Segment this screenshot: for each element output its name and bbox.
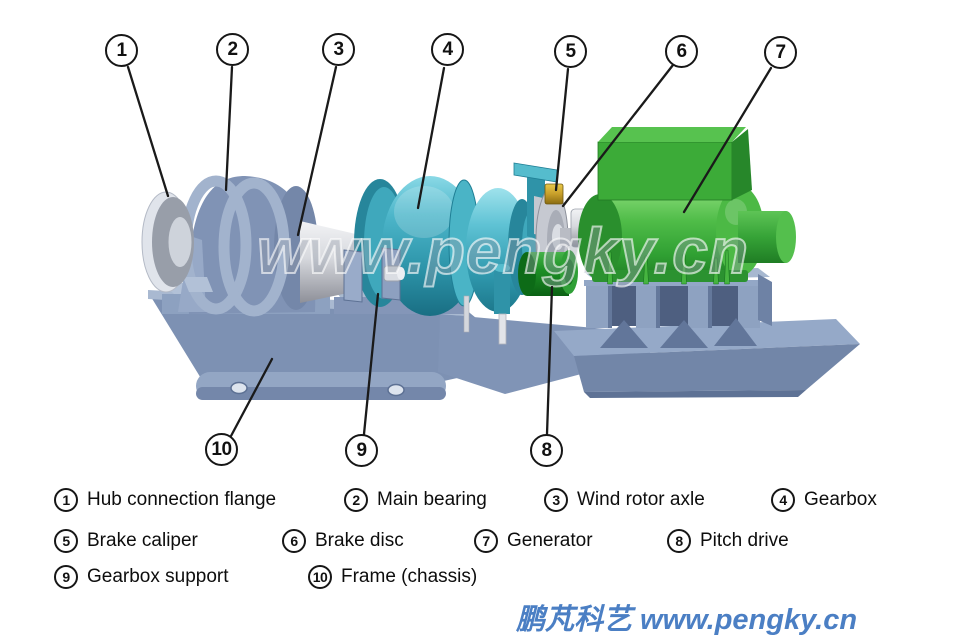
legend-number-badge: 7 bbox=[474, 529, 498, 553]
callout-circle-7: 7 bbox=[764, 36, 797, 69]
legend-item-main-bearing: 2 Main bearing bbox=[344, 488, 487, 512]
legend-item-gearbox: 4 Gearbox bbox=[771, 488, 877, 512]
callout-circle-10: 10 bbox=[205, 433, 238, 466]
legend-item-brake-caliper: 5 Brake caliper bbox=[54, 529, 198, 553]
legend-label: Wind rotor axle bbox=[577, 489, 705, 510]
callout-circle-4: 4 bbox=[431, 33, 464, 66]
legend-item-generator: 7 Generator bbox=[474, 529, 593, 553]
generator bbox=[578, 127, 796, 285]
callout-circle-1: 1 bbox=[105, 34, 138, 67]
legend-number-badge: 2 bbox=[344, 488, 368, 512]
legend-number-badge: 10 bbox=[308, 565, 332, 589]
legend-number-badge: 9 bbox=[54, 565, 78, 589]
hub-connection-flange bbox=[141, 191, 194, 293]
callout-circle-8: 8 bbox=[530, 434, 563, 467]
legend-label: Gearbox support bbox=[87, 566, 229, 587]
footer-site-link[interactable]: 鹏芃科艺 www.pengky.cn bbox=[516, 604, 858, 636]
legend-number-badge: 5 bbox=[54, 529, 78, 553]
machine-illustration bbox=[141, 127, 860, 400]
legend-number-badge: 6 bbox=[282, 529, 306, 553]
legend-label: Brake disc bbox=[315, 530, 404, 551]
brake-caliper bbox=[544, 183, 564, 205]
legend-number-badge: 3 bbox=[544, 488, 568, 512]
legend-label: Hub connection flange bbox=[87, 489, 277, 510]
callout-circle-3: 3 bbox=[322, 33, 355, 66]
legend-item-brake-disc: 6 Brake disc bbox=[282, 529, 404, 553]
legend-number-badge: 4 bbox=[771, 488, 795, 512]
legend-label: Main bearing bbox=[377, 489, 487, 510]
legend-label: Frame (chassis) bbox=[341, 566, 478, 587]
legend-item-frame-chassis: 10 Frame (chassis) bbox=[308, 565, 477, 589]
legend-label: Pitch drive bbox=[700, 530, 789, 551]
legend-item-wind-rotor-axle: 3 Wind rotor axle bbox=[544, 488, 705, 512]
main-bearing bbox=[178, 175, 318, 317]
callout-circle-6: 6 bbox=[665, 35, 698, 68]
legend-item-hub-connection-flange: 1 Hub connection flange bbox=[54, 488, 276, 512]
pitch-drive bbox=[518, 250, 578, 296]
legend-label: Brake caliper bbox=[87, 530, 198, 551]
legend-item-gearbox-support: 9 Gearbox support bbox=[54, 565, 229, 589]
callout-circle-2: 2 bbox=[216, 33, 249, 66]
legend-label: Gearbox bbox=[804, 489, 877, 510]
legend-label: Generator bbox=[507, 530, 593, 551]
legend-number-badge: 8 bbox=[667, 529, 691, 553]
legend-item-pitch-drive: 8 Pitch drive bbox=[667, 529, 789, 553]
callout-circle-9: 9 bbox=[345, 434, 378, 467]
generator-pedestal bbox=[584, 268, 772, 348]
legend-number-badge: 1 bbox=[54, 488, 78, 512]
callout-circle-5: 5 bbox=[554, 35, 587, 68]
gearbox-support bbox=[343, 247, 405, 303]
